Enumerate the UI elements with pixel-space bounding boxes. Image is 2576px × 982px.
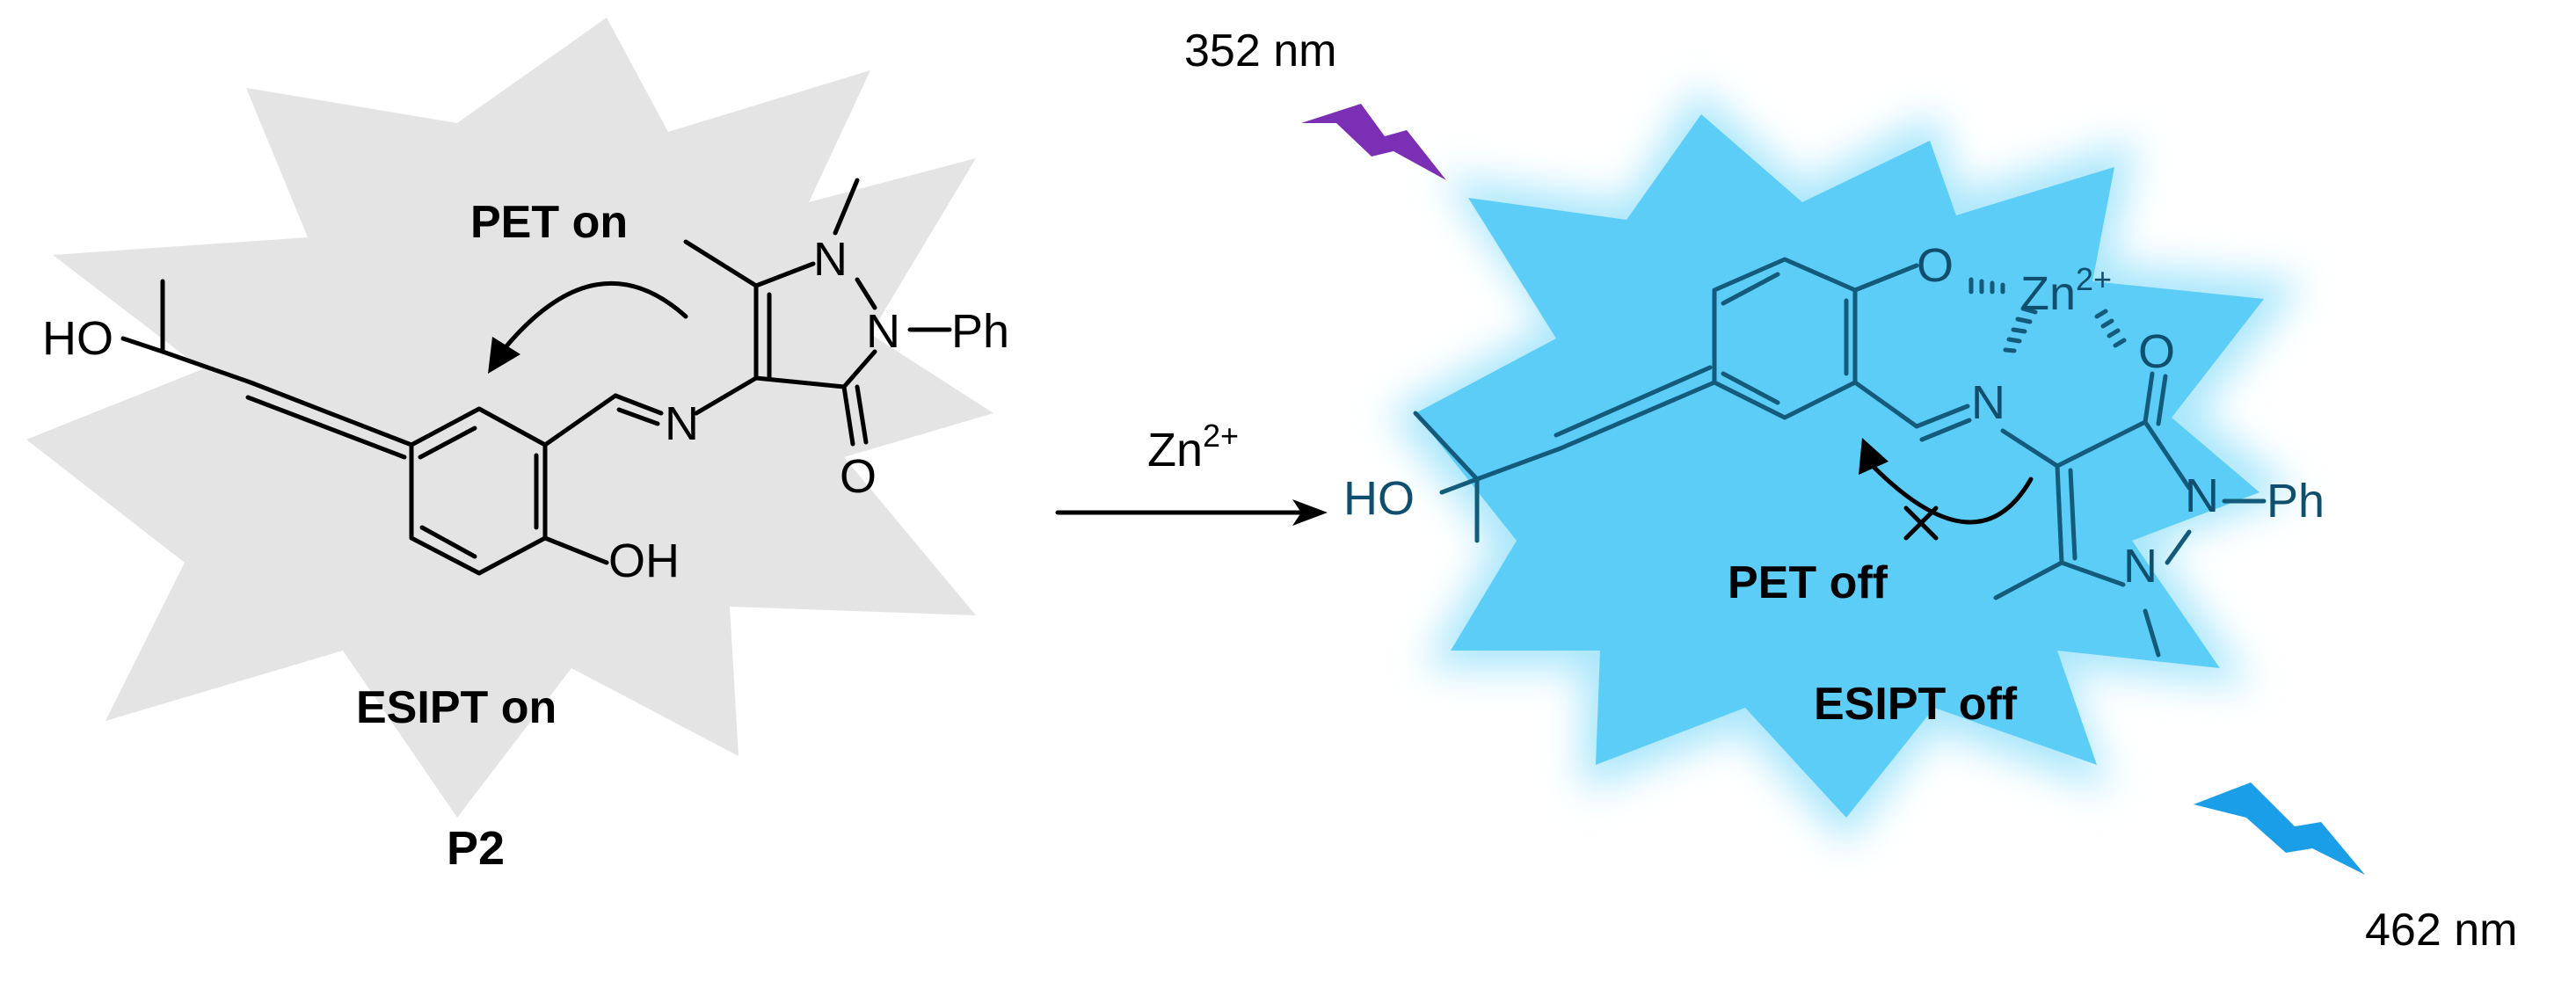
atom-o-right: O bbox=[2138, 325, 2175, 378]
zn-complex-structure bbox=[1413, 257, 2267, 658]
blue-burst-background bbox=[1389, 88, 2303, 844]
atom-n1: N bbox=[813, 233, 848, 286]
atom-n2: N bbox=[866, 305, 900, 358]
compound-label: P2 bbox=[447, 822, 505, 875]
atom-oh: OH bbox=[608, 535, 680, 587]
atom-n-imine: N bbox=[665, 397, 699, 450]
gray-burst-background bbox=[26, 18, 993, 818]
atom-ph: Ph bbox=[951, 305, 1009, 358]
excitation-wavelength: 352 nm bbox=[1184, 25, 1336, 76]
atom-o: O bbox=[840, 450, 877, 503]
atom-ho: HO bbox=[42, 312, 113, 365]
excitation-lightning-bolt bbox=[1301, 104, 1446, 180]
reaction-arrow bbox=[1055, 499, 1328, 526]
label-esipt-off: ESIPT off bbox=[1814, 679, 2018, 730]
label-pet-off: PET off bbox=[1728, 557, 1888, 608]
label-pet-on: PET on bbox=[470, 197, 628, 248]
atom-o-phenol: O bbox=[1917, 239, 1954, 292]
atom-ho-right: HO bbox=[1343, 472, 1415, 525]
p2-molecule-structure bbox=[120, 178, 952, 576]
emission-wavelength: 462 nm bbox=[2365, 905, 2517, 956]
reagent-label: Zn2+ bbox=[1147, 418, 1239, 476]
atom-n1-right: N bbox=[2185, 469, 2219, 522]
label-esipt-on: ESIPT on bbox=[356, 682, 557, 733]
atom-n2-right: N bbox=[2123, 540, 2158, 593]
atom-ph-right: Ph bbox=[2267, 475, 2325, 527]
emission-lightning-bolt bbox=[2194, 782, 2365, 875]
atom-zn: Zn2+ bbox=[2020, 261, 2112, 320]
atom-n-imine-right: N bbox=[1971, 376, 2005, 429]
